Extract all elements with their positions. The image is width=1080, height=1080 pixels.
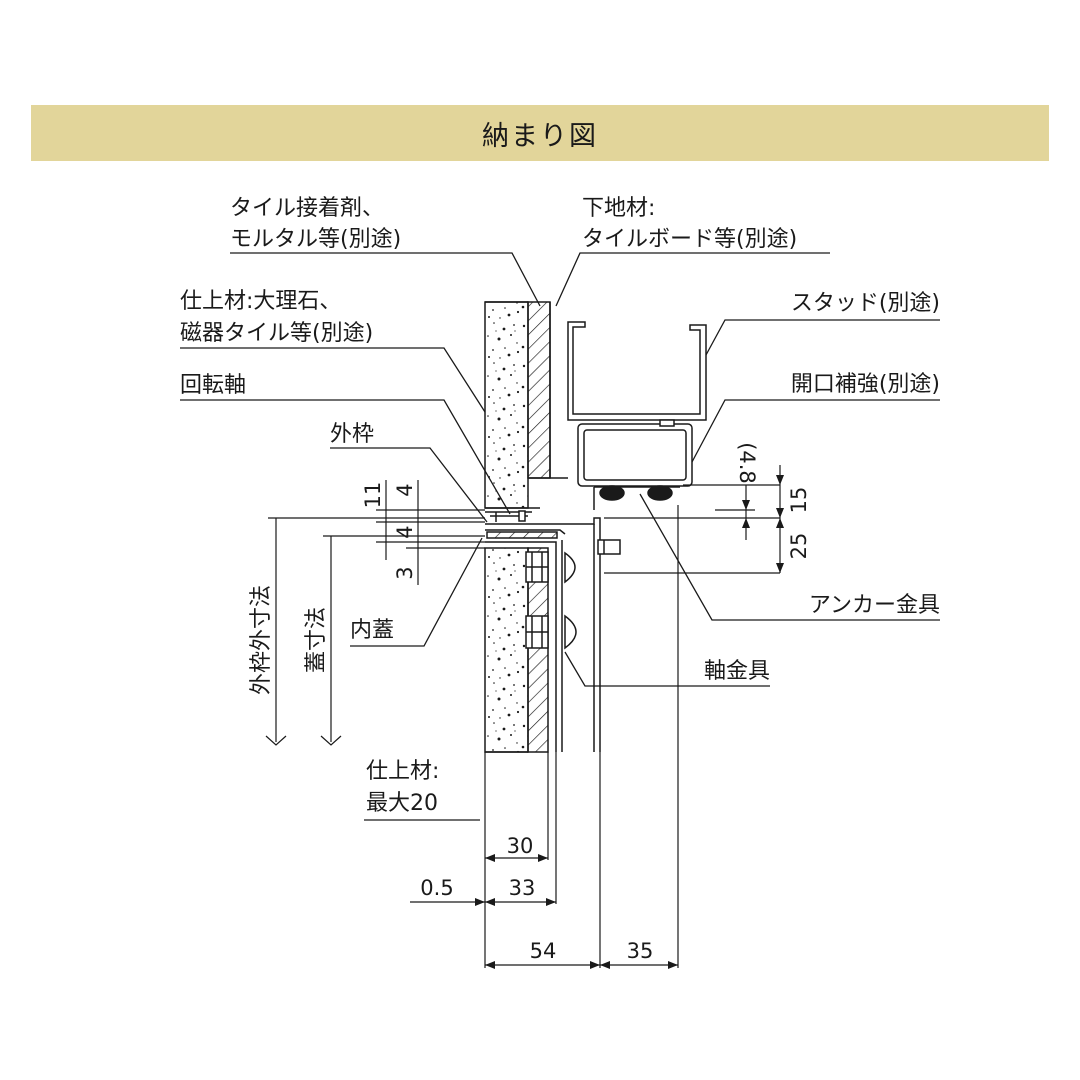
label-outer-frame-dim: 外枠外寸法 bbox=[249, 585, 274, 695]
dim-3: 3 bbox=[393, 566, 417, 579]
dim-30: 30 bbox=[507, 834, 534, 858]
rotation-axis bbox=[518, 510, 526, 522]
dim-4b: 4 bbox=[393, 525, 417, 538]
opening-reinforcement bbox=[577, 423, 693, 487]
label-finish-max-2: 最大20 bbox=[366, 791, 438, 816]
dimension-lines bbox=[265, 465, 781, 968]
upper-stone-finish bbox=[484, 301, 529, 509]
dim-48: (4.8 bbox=[735, 442, 759, 484]
label-base-material-2: タイルボード等(別途) bbox=[582, 227, 797, 252]
label-lid-dim: 蓋寸法 bbox=[304, 607, 329, 673]
anchor-side-bolt bbox=[597, 539, 621, 555]
lower-stone-finish bbox=[484, 547, 529, 753]
label-tile-adhesive-1: タイル接着剤、 bbox=[230, 196, 384, 221]
dim-54: 54 bbox=[530, 939, 557, 963]
label-finish-material-1: 仕上材:大理石、 bbox=[180, 289, 341, 314]
lower-adhesive bbox=[527, 547, 549, 753]
label-inner-lid: 内蓋 bbox=[350, 618, 394, 643]
dimension-arrows bbox=[475, 475, 784, 969]
label-opening-reinforcement: 開口補強(別途) bbox=[791, 372, 940, 397]
outer-frame bbox=[485, 517, 601, 752]
inner-lid-plate bbox=[486, 531, 558, 539]
dim-05: 0.5 bbox=[420, 876, 453, 900]
label-finish-max-1: 仕上材: bbox=[366, 759, 439, 784]
dim-11: 11 bbox=[361, 482, 385, 509]
anchor-bolt-left bbox=[599, 485, 625, 501]
label-base-material-1: 下地材: bbox=[582, 196, 655, 221]
dim-4a: 4 bbox=[393, 483, 417, 496]
page-title: 納まり図 bbox=[482, 120, 598, 152]
label-anchor-bracket: アンカー金具 bbox=[809, 593, 940, 618]
stud-channel bbox=[567, 321, 707, 421]
label-shaft-bracket: 軸金具 bbox=[704, 659, 770, 684]
leader-lines bbox=[180, 252, 940, 821]
dim-35: 35 bbox=[627, 939, 654, 963]
dim-33: 33 bbox=[509, 876, 536, 900]
dim-25: 25 bbox=[787, 533, 811, 560]
label-outer-frame: 外枠 bbox=[330, 422, 374, 447]
label-tile-adhesive-2: モルタル等(別途) bbox=[230, 227, 401, 252]
label-rotation-axis: 回転軸 bbox=[180, 373, 246, 398]
label-finish-material-2: 磁器タイル等(別途) bbox=[180, 321, 373, 346]
wall-section bbox=[484, 301, 707, 753]
title-bar: 納まり図 bbox=[31, 105, 1049, 161]
upper-tile-board bbox=[527, 301, 551, 479]
dim-15: 15 bbox=[787, 487, 811, 514]
anchor-bolt-right bbox=[647, 485, 673, 501]
label-stud: スタッド(別途) bbox=[791, 291, 940, 316]
